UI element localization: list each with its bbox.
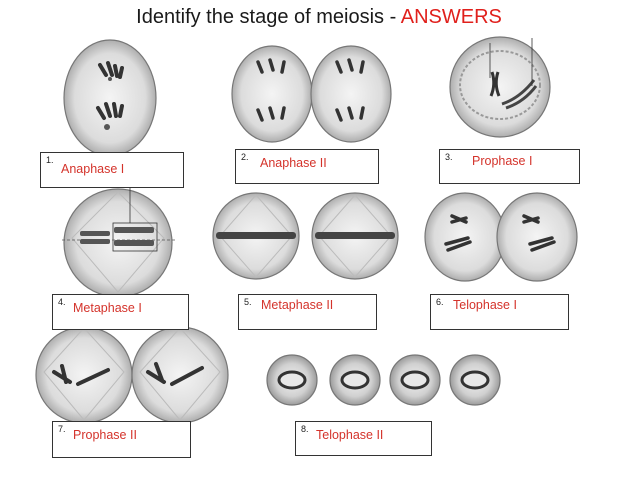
- cell-metaphase-1: [62, 186, 176, 298]
- answer-number: 4.: [58, 297, 66, 307]
- answer-number: 3.: [445, 152, 453, 162]
- answer-box-3: 3. Prophase I: [439, 149, 580, 184]
- answer-box-6: 6. Telophase I: [430, 294, 569, 330]
- answer-label: Telophase I: [453, 298, 517, 312]
- cell-anaphase-1: [63, 39, 157, 157]
- answer-box-5: 5. Metaphase II: [238, 294, 377, 330]
- answer-box-4: 4. Metaphase I: [52, 294, 189, 330]
- answer-number: 7.: [58, 424, 66, 434]
- cell-prophase-2: [35, 326, 229, 424]
- answer-label: Anaphase I: [61, 162, 125, 176]
- cell-prophase-1: [449, 36, 551, 138]
- answer-number: 2.: [241, 152, 249, 162]
- cell-anaphase-2: [231, 45, 392, 143]
- page-title: Identify the stage of meiosis - ANSWERS: [0, 6, 638, 29]
- answer-number: 1.: [46, 155, 54, 165]
- cell-telophase-2: [266, 354, 501, 406]
- answer-label: Metaphase I: [73, 301, 142, 315]
- answer-box-2: 2. Anaphase II: [235, 149, 379, 184]
- answer-label: Metaphase II: [261, 298, 334, 312]
- answer-label: Telophase II: [316, 428, 384, 442]
- title-main: Identify the stage of meiosis -: [136, 6, 401, 28]
- title-highlight: ANSWERS: [400, 6, 502, 28]
- cell-telophase-1: [424, 192, 578, 282]
- answer-label: Prophase I: [472, 154, 533, 168]
- answer-label: Anaphase II: [260, 156, 327, 170]
- answer-box-8: 8. Telophase II: [295, 421, 432, 456]
- answer-number: 6.: [436, 297, 444, 307]
- answer-number: 8.: [301, 424, 309, 434]
- answer-number: 5.: [244, 297, 252, 307]
- cell-metaphase-2: [212, 192, 399, 280]
- answer-label: Prophase II: [73, 428, 137, 442]
- answer-box-1: 1. Anaphase I: [40, 152, 184, 188]
- answer-box-7: 7. Prophase II: [52, 421, 191, 458]
